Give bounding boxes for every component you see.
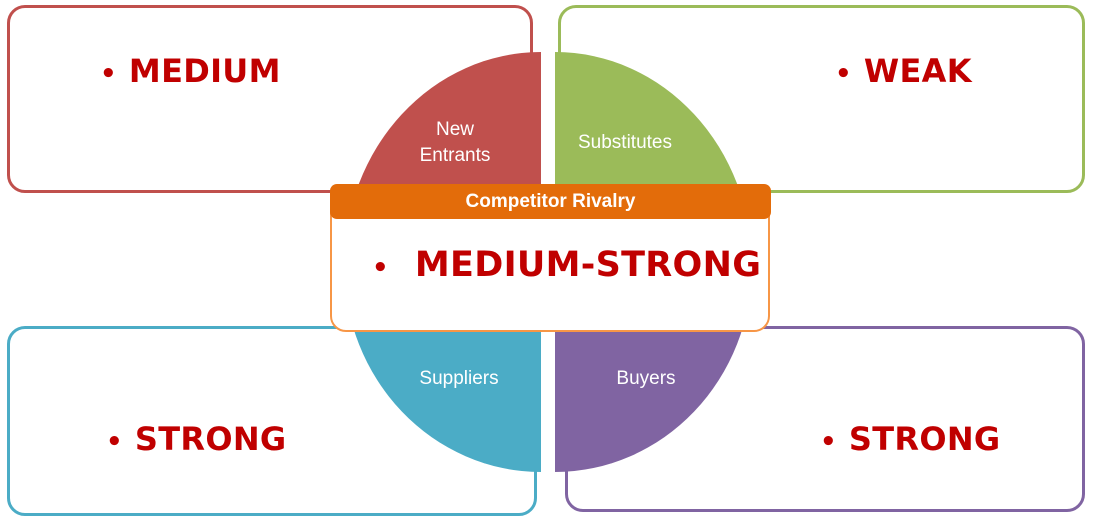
competitor-rivalry-rating: • MEDIUM-STRONG [372, 245, 761, 285]
new-entrants-label: New Entrants [405, 117, 505, 169]
substitutes-label: Substitutes [578, 132, 672, 153]
bullet-icon: • [372, 253, 389, 283]
new-entrants-rating-text: MEDIUM [128, 52, 281, 90]
suppliers-label: Suppliers [419, 368, 499, 389]
bullet-icon: • [820, 427, 837, 457]
buyers-rating-text: STRONG [848, 420, 1001, 458]
substitutes-rating-text: WEAK [863, 52, 972, 90]
competitor-rivalry-title: Competitor Rivalry [330, 184, 771, 219]
new-entrants-label-line1: New [435, 119, 474, 140]
new-entrants-rating: • MEDIUM [100, 52, 281, 90]
buyers-label: Buyers [616, 368, 676, 389]
suppliers-rating-text: STRONG [134, 420, 287, 458]
competitor-rivalry-rating-text: MEDIUM-STRONG [414, 245, 762, 285]
substitutes-rating: • WEAK [835, 52, 972, 90]
new-entrants-label-line2: Entrants [419, 145, 491, 166]
bullet-icon: • [106, 427, 123, 457]
buyers-rating: • STRONG [820, 420, 1001, 458]
bullet-icon: • [835, 59, 852, 89]
suppliers-rating: • STRONG [106, 420, 287, 458]
bullet-icon: • [100, 59, 117, 89]
